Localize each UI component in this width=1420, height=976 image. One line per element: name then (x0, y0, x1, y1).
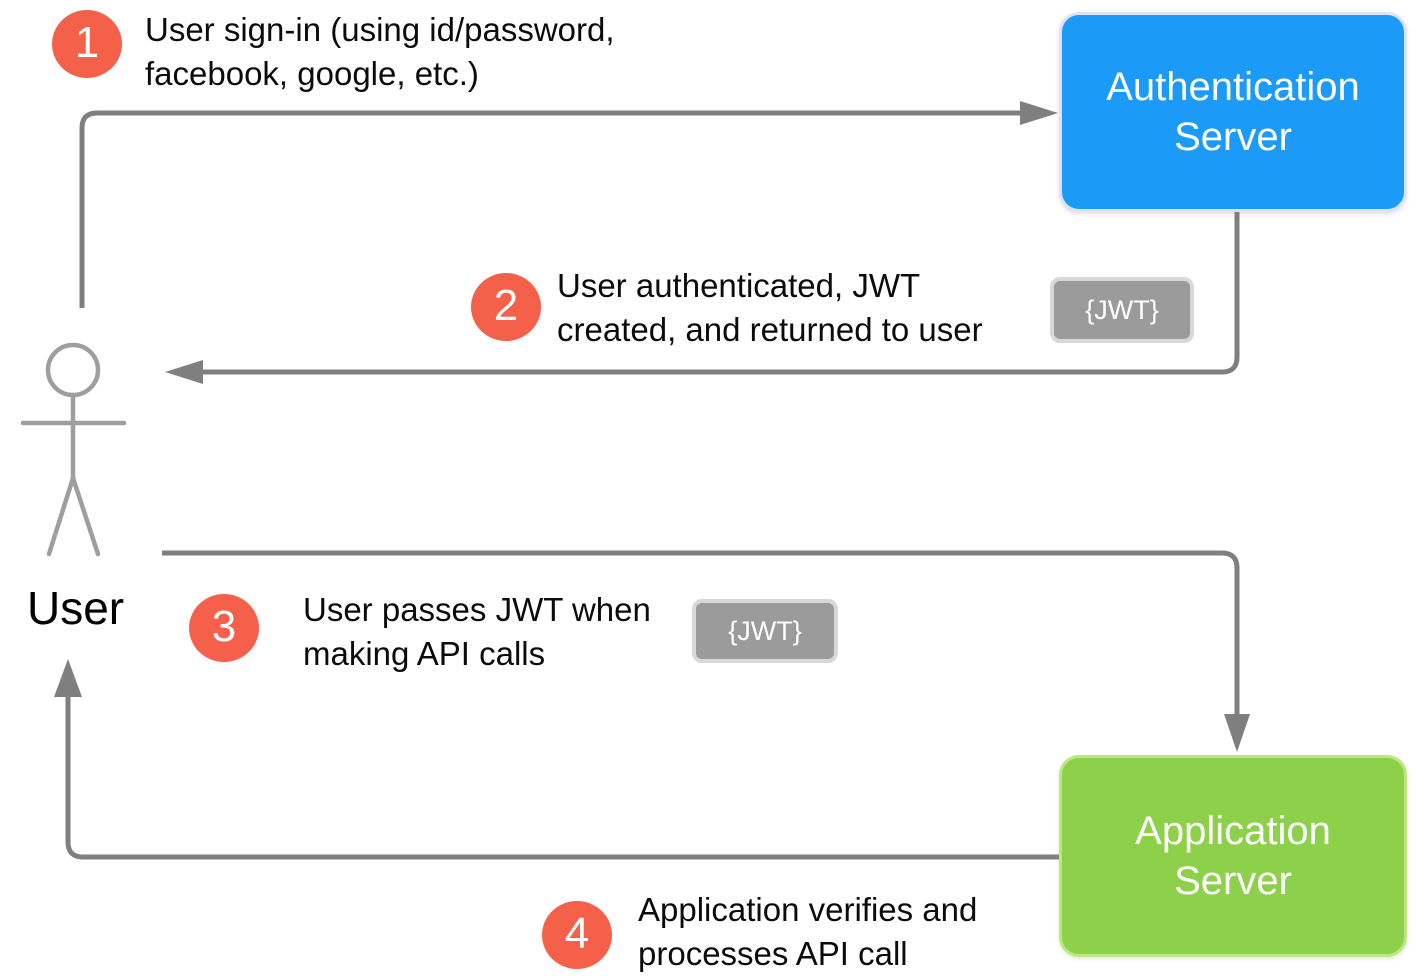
step-1-label: User sign-in (using id/password, faceboo… (145, 8, 615, 96)
step-3-label-line2: making API calls (303, 635, 546, 672)
arrow-step2-head-icon (165, 360, 203, 384)
arrow-step4-line (65, 696, 1062, 860)
step-2-number-badge: 2 (471, 273, 541, 341)
user-label: User (27, 582, 125, 634)
step-4-number-badge: 4 (542, 901, 612, 969)
arrow-step4-head-icon (54, 659, 82, 697)
arrow-step3-head-icon (1224, 714, 1250, 752)
arrow-step1-head-icon (1020, 101, 1058, 125)
arrow-step2-line (202, 212, 1240, 375)
auth-server-box: Authentication Server (1059, 12, 1407, 212)
step-4-label-line1: Application verifies and (638, 891, 978, 928)
app-server-box: Application Server (1059, 755, 1407, 957)
arrow-step1-line (79, 110, 1022, 308)
step-4-label: Application verifies and processes API c… (638, 888, 977, 976)
jwt-token-badge-2: {JWT} (692, 599, 838, 663)
step-3-label-line1: User passes JWT when (303, 591, 651, 628)
user-stick-figure-icon (20, 342, 127, 557)
step-4-label-line2: processes API call (638, 935, 908, 972)
step-2-label-line1: User authenticated, JWT (557, 267, 921, 304)
step-1-label-line2: facebook, google, etc.) (145, 55, 479, 92)
arrow-step3-line (162, 550, 1240, 716)
step-1-label-line1: User sign-in (using id/password, (145, 11, 615, 48)
step-1-number-badge: 1 (52, 10, 122, 78)
step-2-label: User authenticated, JWT created, and ret… (557, 264, 983, 352)
step-2-label-line2: created, and returned to user (557, 311, 983, 348)
step-3-number-badge: 3 (189, 594, 259, 662)
step-3-label: User passes JWT when making API calls (303, 588, 651, 676)
jwt-token-badge-1: {JWT} (1050, 277, 1194, 343)
